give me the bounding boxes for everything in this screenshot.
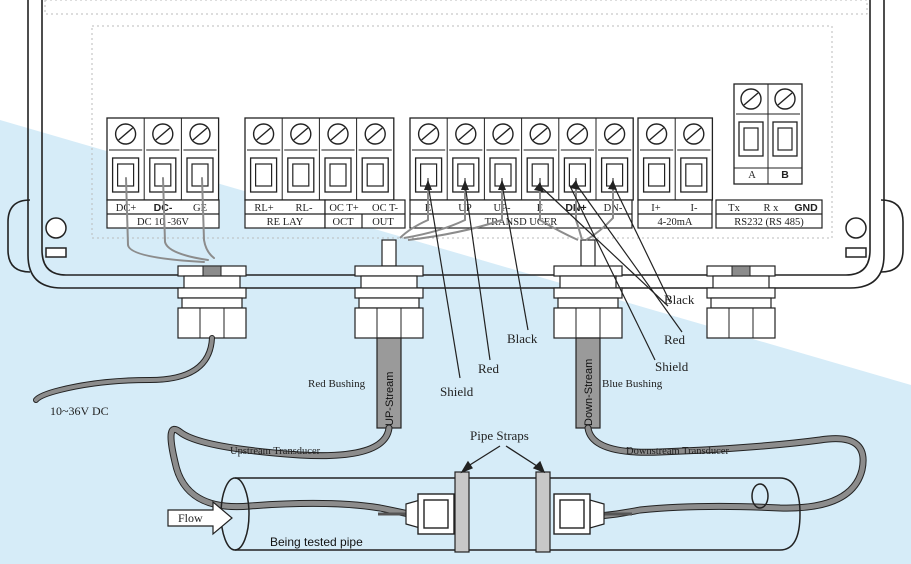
screw-icon: [114, 123, 137, 145]
socket-icon: [149, 157, 177, 193]
pin-ge: GE: [193, 203, 207, 214]
screw-icon: [603, 123, 626, 145]
label-shield-dn: Shield: [655, 359, 689, 374]
screw-icon: [774, 88, 796, 110]
downstream-transducer-label: Downstream Transducer: [626, 446, 729, 457]
screw-icon: [529, 123, 551, 145]
screw-icon: [740, 88, 762, 110]
screw-icon: [455, 123, 477, 145]
screw-icon: [566, 123, 589, 145]
upstream-cable: UP-Stream: [376, 337, 402, 429]
power-block-label: DC 10 -36V: [137, 217, 189, 228]
label-shield-up: Shield: [440, 384, 474, 399]
red-bushing-label: Red Bushing: [308, 378, 366, 390]
label-strips: [106, 199, 823, 229]
cable-gland-power: [177, 265, 247, 339]
mount-hole-right: [845, 217, 867, 258]
relay-block-label: RE LAY: [267, 217, 304, 228]
pin-gnd: GND: [794, 202, 818, 214]
rs232-block-label: RS232 (RS 485): [734, 217, 804, 228]
cable-gland-downstream: [553, 239, 623, 339]
power-input-label: 10~36V DC: [50, 404, 109, 418]
pin-oct-minus: OC T-: [372, 203, 398, 214]
upstream-cable-label: UP-Stream: [384, 372, 396, 426]
terminal-blocks: [106, 83, 803, 201]
label-black-up: Black: [507, 331, 538, 346]
terminal-block-current: [637, 117, 714, 201]
socket-icon: [642, 157, 671, 193]
terminal-block-relay-oct: [244, 117, 395, 201]
socket-icon: [738, 121, 764, 157]
downstream-transducer: [553, 493, 632, 535]
pipe-straps-label: Pipe Straps: [470, 428, 529, 443]
pin-oct-plus: OC T+: [329, 203, 358, 214]
socket-icon: [186, 157, 214, 193]
out-block-label: OUT: [372, 217, 394, 228]
socket-icon: [772, 121, 798, 157]
screw-icon: [364, 123, 386, 145]
power-cable: [33, 177, 215, 403]
socket-icon: [249, 157, 278, 193]
upstream-transducer: [378, 493, 455, 535]
socket-icon: [563, 157, 592, 193]
rs-pin-b: B: [781, 169, 789, 181]
screw-icon: [290, 123, 312, 145]
misc-labels: Red Bushing Blue Bushing 10~36V DC Upstr…: [50, 378, 729, 457]
screw-icon: [492, 123, 514, 145]
pin-tx: Tx: [728, 203, 740, 214]
pipe-label: Being tested pipe: [270, 535, 363, 549]
cable-gland-spare: [706, 265, 776, 339]
socket-icon: [361, 157, 389, 193]
screw-icon: [683, 123, 705, 145]
pin-rl-minus: RL-: [296, 203, 313, 214]
strap-arrows: [460, 445, 546, 474]
screw-icon: [645, 123, 668, 145]
screw-icon: [189, 123, 211, 145]
wire-labels: Shield Red Black Black Red Shield: [440, 292, 695, 399]
mount-hole-left: [45, 217, 67, 258]
socket-icon: [287, 157, 315, 193]
screw-icon: [417, 123, 440, 145]
enclosure: [7, 0, 904, 289]
screw-icon: [327, 123, 349, 145]
pointer-arrowheads: [424, 180, 617, 192]
screw-icon: [152, 123, 174, 145]
flow-label: Flow: [178, 511, 203, 525]
flow-arrow: Flow: [167, 500, 233, 536]
cable-gland-upstream: [354, 239, 424, 339]
socket-icon: [680, 157, 708, 193]
wire-pointers: [427, 183, 683, 379]
rs-pin-a: A: [748, 170, 756, 181]
pin-i-plus: I+: [651, 203, 660, 214]
pin-rx: R x: [764, 203, 780, 214]
pin-rl-plus: RL+: [254, 203, 273, 214]
cable-glands: [177, 239, 776, 339]
pipe: [220, 477, 801, 551]
transducer-block-label: TRANSD UCER: [485, 217, 558, 228]
label-red-up: Red: [478, 361, 499, 376]
transducer-cables: [167, 424, 867, 520]
label-red-dn: Red: [664, 332, 685, 347]
terminal-block-rs232: [733, 83, 803, 185]
oct-block-label: OCT: [333, 217, 355, 228]
blue-bushing-label: Blue Bushing: [602, 378, 663, 390]
socket-icon: [324, 157, 352, 193]
label-black-dn: Black: [664, 292, 695, 307]
screw-icon: [252, 123, 275, 145]
downstream-cable: Down-Stream: [575, 337, 601, 429]
downstream-cable-label: Down-Stream: [583, 359, 595, 426]
pin-i-minus: I-: [691, 203, 698, 214]
current-block-label: 4-20mA: [658, 217, 693, 228]
upstream-transducer-label: Upstream Transducer: [230, 446, 321, 457]
terminal-block-transducer: [409, 117, 634, 201]
